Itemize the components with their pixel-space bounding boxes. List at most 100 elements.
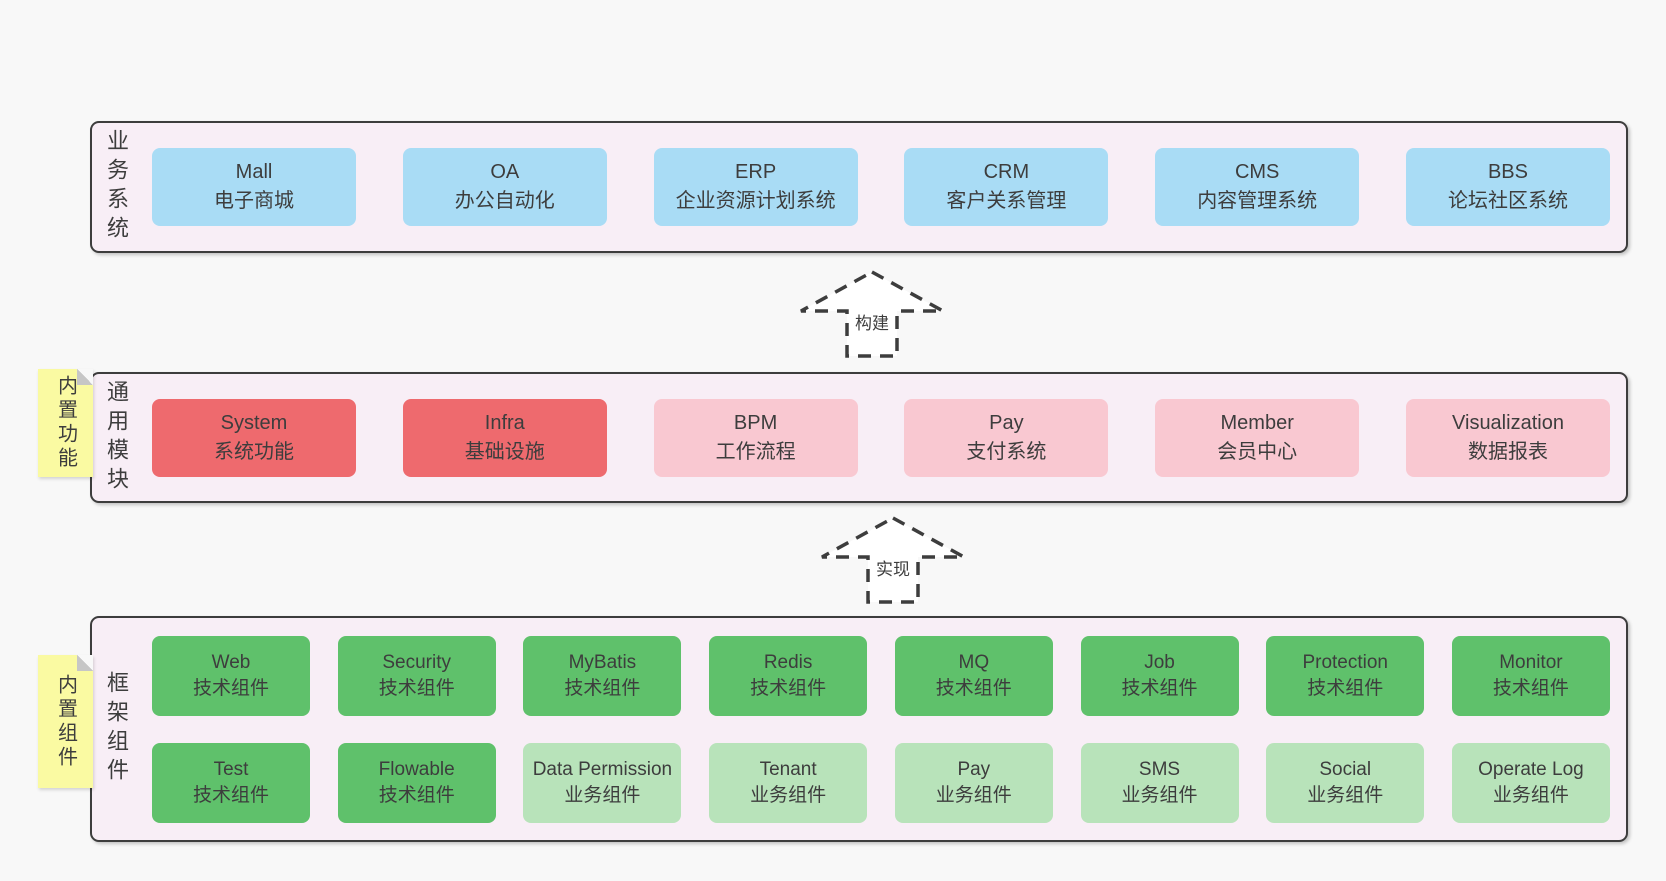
box-mall: Mall 电子商城: [152, 148, 356, 226]
tech-components-row: Web 技术组件 Security 技术组件 MyBatis 技术组件 Redi…: [152, 635, 1610, 716]
box-oa: OA 办公自动化: [402, 148, 607, 226]
box-title: CMS: [1234, 161, 1280, 183]
box-title: Social: [1319, 758, 1372, 780]
box-visualization: Visualization 数据报表: [1405, 398, 1610, 477]
box-mybatis: MyBatis 技术组件: [523, 635, 682, 716]
box-cms: CMS 内容管理系统: [1155, 148, 1360, 226]
box-subtitle: 业务组件: [935, 784, 1012, 806]
box-title: Monitor: [1499, 651, 1563, 673]
box-web: Web 技术组件: [152, 635, 310, 716]
box-subtitle: 系统功能: [214, 440, 294, 463]
box-subtitle: 办公自动化: [454, 190, 555, 212]
box-flowable: Flowable 技术组件: [337, 742, 496, 823]
box-monitor: Monitor 技术组件: [1451, 635, 1610, 716]
box-test: Test 技术组件: [152, 742, 310, 823]
box-title: Web: [211, 651, 251, 673]
box-redis: Redis 技术组件: [709, 635, 868, 716]
box-sms: SMS 业务组件: [1080, 742, 1239, 823]
box-mq: MQ 技术组件: [894, 635, 1053, 716]
box-subtitle: 技术组件: [750, 677, 827, 699]
box-subtitle: 技术组件: [1492, 677, 1569, 699]
box-job: Job 技术组件: [1080, 635, 1239, 716]
box-subtitle: 技术组件: [378, 784, 455, 806]
box-subtitle: 论坛社区系统: [1447, 190, 1568, 212]
box-title: MQ: [958, 651, 990, 673]
box-title: Mall: [235, 161, 273, 183]
box-infra: Infra 基础设施: [402, 398, 607, 477]
box-title: Protection: [1302, 651, 1388, 673]
box-subtitle: 业务组件: [1492, 784, 1569, 806]
sticky-note-text: 内置功能: [54, 375, 77, 471]
framework-components-row-area: Web 技术组件 Security 技术组件 MyBatis 技术组件 Redi…: [152, 618, 1610, 840]
box-title: Flowable: [378, 758, 455, 780]
box-title: SMS: [1138, 758, 1181, 780]
box-subtitle: 业务组件: [750, 784, 827, 806]
sticky-fold-corner-icon: [77, 369, 93, 385]
box-social: Social 业务组件: [1266, 742, 1425, 823]
box-protection: Protection 技术组件: [1266, 635, 1425, 716]
box-title: Security: [382, 651, 452, 673]
sticky-note-built-in-functions: 内置功能: [38, 369, 93, 477]
box-subtitle: 技术组件: [564, 677, 641, 699]
box-subtitle: 技术组件: [935, 677, 1012, 699]
section-label-framework-components: 框架组件: [104, 671, 129, 787]
arrow-label: 实现: [873, 559, 913, 582]
sticky-fold-corner-icon: [77, 655, 93, 671]
box-erp: ERP 企业资源计划系统: [653, 148, 858, 226]
box-title: Pay: [989, 411, 1024, 434]
box-subtitle: 技术组件: [378, 677, 455, 699]
box-subtitle: 业务组件: [1307, 784, 1384, 806]
sticky-note-text: 内置组件: [54, 673, 77, 770]
section-common-modules: 通用模块 System 系统功能 Infra 基础设施 BPM 工作流程 Pay…: [90, 372, 1628, 503]
box-subtitle: 电子商城: [214, 190, 294, 212]
common-modules-row: System 系统功能 Infra 基础设施 BPM 工作流程 Pay 支付系统…: [152, 398, 1610, 477]
box-title: BPM: [733, 411, 778, 434]
box-member: Member 会员中心: [1155, 398, 1360, 477]
box-subtitle: 工作流程: [715, 440, 796, 463]
box-title: System: [220, 411, 288, 434]
arrow-build: 构建: [800, 270, 944, 358]
box-subtitle: 客户关系管理: [946, 190, 1067, 212]
box-subtitle: 技术组件: [1121, 677, 1198, 699]
box-tenant: Tenant 业务组件: [709, 742, 868, 823]
box-title: BBS: [1487, 161, 1528, 183]
box-title: Member: [1220, 411, 1294, 434]
box-title: Data Permission: [532, 758, 673, 780]
arrow-label: 构建: [852, 313, 892, 336]
box-system: System 系统功能: [152, 398, 356, 477]
box-crm: CRM 客户关系管理: [904, 148, 1109, 226]
box-title: Pay: [957, 758, 991, 780]
box-operate-log: Operate Log 业务组件: [1451, 742, 1610, 823]
box-title: Tenant: [759, 758, 817, 780]
box-title: Visualization: [1452, 411, 1564, 434]
section-label-business-systems: 业务系统: [104, 129, 129, 245]
box-title: MyBatis: [568, 651, 637, 673]
sticky-note-built-in-components: 内置组件: [38, 655, 93, 788]
section-business-systems: 业务系统 Mall 电子商城 OA 办公自动化 ERP 企业资源计划系统 CRM…: [90, 121, 1628, 253]
box-subtitle: 技术组件: [192, 784, 269, 806]
section-label-common-modules: 通用模块: [104, 379, 129, 496]
business-systems-row-area: Mall 电子商城 OA 办公自动化 ERP 企业资源计划系统 CRM 客户关系…: [152, 123, 1610, 251]
box-subtitle: 基础设施: [464, 440, 545, 463]
box-title: Infra: [484, 411, 525, 434]
box-subtitle: 内容管理系统: [1197, 190, 1318, 212]
box-bbs: BBS 论坛社区系统: [1405, 148, 1610, 226]
section-framework-components: 框架组件 Web 技术组件 Security 技术组件 MyBatis 技术组件…: [90, 616, 1628, 842]
box-bpm: BPM 工作流程: [653, 398, 858, 477]
arrow-implement: 实现: [821, 516, 965, 604]
box-subtitle: 技术组件: [192, 677, 269, 699]
box-data-permission: Data Permission 业务组件: [523, 742, 682, 823]
box-subtitle: 支付系统: [966, 440, 1047, 463]
box-title: Redis: [763, 651, 813, 673]
box-subtitle: 数据报表: [1467, 440, 1548, 463]
box-subtitle: 业务组件: [564, 784, 641, 806]
common-modules-row-area: System 系统功能 Infra 基础设施 BPM 工作流程 Pay 支付系统…: [152, 374, 1610, 501]
box-subtitle: 企业资源计划系统: [675, 190, 836, 212]
box-pay: Pay 支付系统: [904, 398, 1109, 477]
box-subtitle: 会员中心: [1217, 440, 1298, 463]
biz-components-row: Test 技术组件 Flowable 技术组件 Data Permission …: [152, 742, 1610, 823]
box-title: ERP: [735, 161, 777, 183]
box-title: Test: [213, 758, 249, 780]
box-subtitle: 技术组件: [1307, 677, 1384, 699]
box-security: Security 技术组件: [337, 635, 496, 716]
